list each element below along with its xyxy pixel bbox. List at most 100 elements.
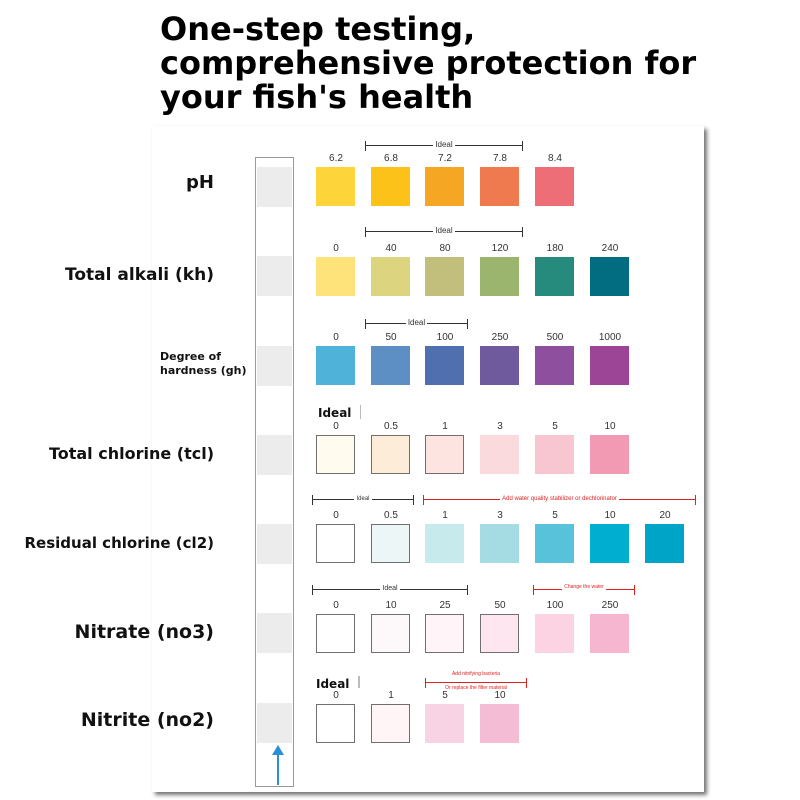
- color-swatch: [480, 614, 519, 653]
- swatch-value-label: 0: [333, 690, 339, 701]
- color-swatch: [535, 167, 574, 206]
- strip-pad-cl2: [257, 524, 292, 564]
- color-swatch: [371, 167, 410, 206]
- swatch-value-label: 100: [436, 332, 454, 343]
- dip-direction-arrow-icon: [272, 745, 284, 785]
- ph-ideal-range: Ideal: [365, 140, 523, 151]
- no3-ideal-range: Ideal: [312, 585, 468, 595]
- strip-pad-kh: [257, 256, 292, 296]
- headline-line-2: comprehensive protection for: [160, 44, 697, 82]
- ideal-label-tcl: Ideal: [318, 406, 352, 420]
- swatch-value-label: 5: [552, 510, 558, 521]
- param-label-no3: Nitrate (no3): [74, 621, 214, 643]
- color-swatch: [371, 346, 410, 385]
- strip-pad-ph: [257, 167, 292, 207]
- headline-line-1: One-step testing,: [160, 10, 476, 48]
- swatch-value-label: 1000: [598, 332, 622, 343]
- no3-warning-text: Change the water: [562, 584, 606, 590]
- swatch-value-label: 3: [497, 510, 503, 521]
- color-swatch: [645, 524, 684, 563]
- swatch-value-label: 50: [385, 332, 397, 343]
- swatch-value-label: 250: [491, 332, 509, 343]
- no3-ideal-text: Ideal: [380, 585, 400, 592]
- color-swatch: [480, 167, 519, 206]
- swatch-value-label: 250: [601, 600, 619, 611]
- swatch-value-label: 10: [494, 690, 506, 701]
- param-label-gh: Degree of hardness (gh): [160, 350, 247, 378]
- color-swatch: [316, 257, 355, 296]
- swatch-value-label: 0: [333, 332, 339, 343]
- swatch-value-label: 7.2: [438, 153, 452, 164]
- swatch-value-label: 80: [439, 243, 451, 254]
- color-swatch: [425, 167, 464, 206]
- color-swatch: [371, 257, 410, 296]
- cl2-ideal-text: Ideal: [354, 496, 372, 502]
- ph-ideal-text: Ideal: [433, 140, 455, 149]
- color-swatch: [425, 524, 464, 563]
- swatch-value-label: 0.5: [384, 421, 398, 432]
- headline-line-3: your fish's health: [160, 78, 474, 116]
- color-swatch: [535, 257, 574, 296]
- color-swatch: [316, 435, 355, 474]
- color-swatch: [535, 346, 574, 385]
- swatch-value-label: 25: [439, 600, 451, 611]
- swatch-value-label: 1: [442, 421, 448, 432]
- no2-warning-note-2: Or replace the filter material: [445, 685, 507, 691]
- kh-ideal-text: Ideal: [433, 226, 455, 235]
- no3-warning-range: Change the water: [533, 584, 635, 595]
- color-swatch: [480, 257, 519, 296]
- gh-ideal-range: Ideal: [365, 318, 468, 329]
- swatch-value-label: 20: [659, 510, 671, 521]
- swatch-value-label: 0: [333, 421, 339, 432]
- swatch-value-label: 3: [497, 421, 503, 432]
- swatch-value-label: 180: [546, 243, 564, 254]
- swatch-value-label: 7.8: [493, 153, 507, 164]
- param-label-no2: Nitrite (no2): [80, 709, 214, 731]
- color-swatch: [535, 524, 574, 563]
- cl2-warning-range: Add water quality stabilizer or dechlori…: [423, 495, 696, 505]
- param-label-kh: Total alkali (kh): [65, 265, 214, 285]
- swatch-value-label: 240: [601, 243, 619, 254]
- swatch-value-label: 120: [491, 243, 509, 254]
- headline: One-step testing, comprehensive protecti…: [160, 12, 720, 114]
- color-swatch: [480, 524, 519, 563]
- color-swatch: [371, 614, 410, 653]
- swatch-value-label: 6.8: [384, 153, 398, 164]
- color-swatch: [316, 614, 355, 653]
- color-swatch: [425, 257, 464, 296]
- param-label-tcl: Total chlorine (tcl): [48, 444, 214, 463]
- strip-pad-gh: [257, 346, 292, 386]
- cl2-warning-text: Add water quality stabilizer or dechlori…: [500, 496, 619, 502]
- color-swatch: [590, 257, 629, 296]
- swatch-value-label: 10: [385, 600, 397, 611]
- swatch-value-label: 5: [442, 690, 448, 701]
- ideal-label-no2: Ideal: [316, 677, 350, 691]
- color-swatch: [371, 435, 410, 474]
- color-swatch: [425, 614, 464, 653]
- param-label-ph: pH: [186, 172, 214, 193]
- swatch-value-label: 0: [333, 243, 339, 254]
- swatch-value-label: 100: [546, 600, 564, 611]
- color-swatch: [316, 704, 355, 743]
- color-swatch: [425, 704, 464, 743]
- color-swatch: [425, 435, 464, 474]
- param-label-gh-line-2: hardness (gh): [160, 364, 247, 377]
- color-swatch: [371, 704, 410, 743]
- swatch-value-label: 50: [494, 600, 506, 611]
- swatch-value-label: 10: [604, 421, 616, 432]
- strip-pad-tcl: [257, 435, 292, 475]
- param-label-gh-line-1: Degree of: [160, 350, 221, 363]
- test-strip: [255, 157, 294, 787]
- kh-ideal-range: Ideal: [365, 226, 523, 237]
- color-swatch: [480, 435, 519, 474]
- color-swatch: [316, 524, 355, 563]
- swatch-value-label: 5: [552, 421, 558, 432]
- color-swatch: [590, 435, 629, 474]
- swatch-value-label: 10: [604, 510, 616, 521]
- color-swatch: [535, 614, 574, 653]
- color-swatch: [590, 346, 629, 385]
- strip-pad-no2: [257, 703, 292, 743]
- ideal-divider: [360, 405, 361, 419]
- swatch-value-label: 0: [333, 510, 339, 521]
- gh-ideal-text: Ideal: [405, 318, 428, 327]
